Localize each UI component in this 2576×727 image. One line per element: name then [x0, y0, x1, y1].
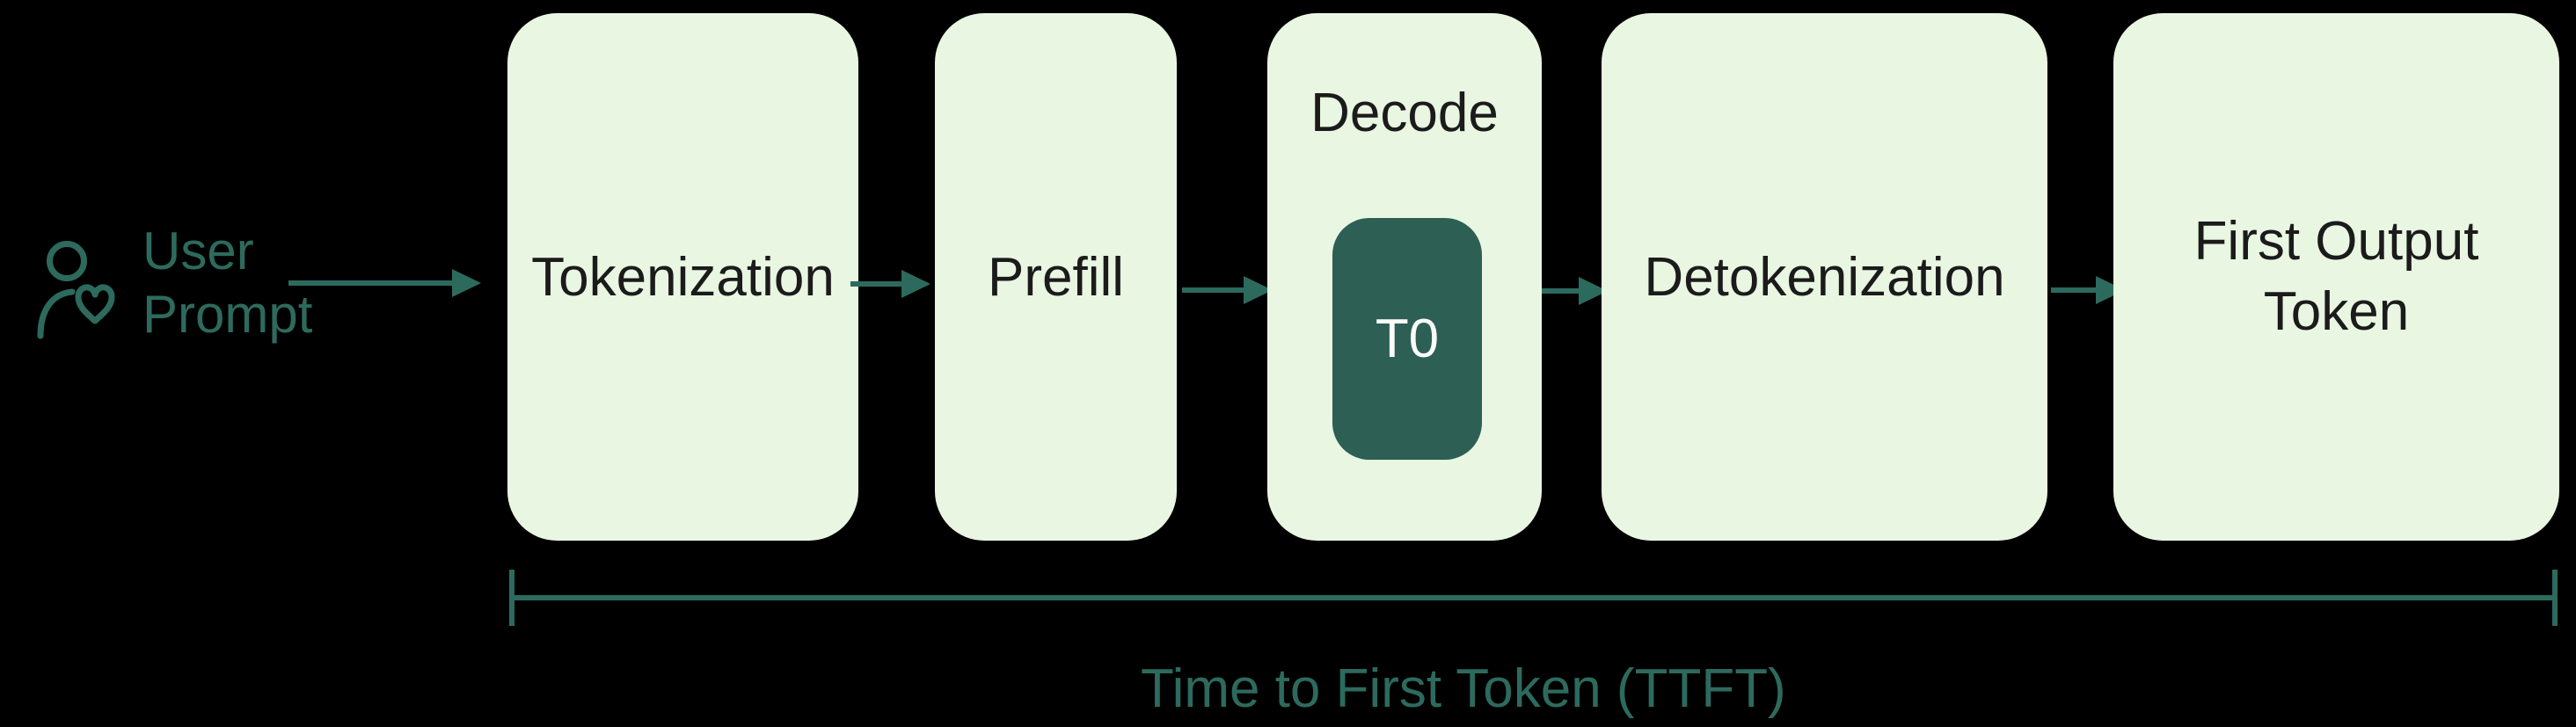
stage-box-tokenization: Tokenization — [507, 13, 858, 541]
ttft-label: Time to First Token (TTFT) — [1141, 658, 1786, 719]
stage-box-decode: Decode T0 — [1267, 13, 1542, 541]
user-prompt-label: User Prompt — [142, 220, 312, 346]
arrow-shaft — [288, 280, 454, 286]
arrow-head-icon — [452, 269, 481, 297]
arrow-head-icon — [901, 270, 930, 298]
stage-label: Decode — [1310, 83, 1499, 143]
flow-arrow-prefill-to-decode — [1182, 276, 1273, 304]
stage-label: Detokenization — [1644, 246, 2005, 308]
stage-label: First Output Token — [2193, 211, 2479, 342]
token-t0-box: T0 — [1332, 218, 1482, 460]
stage-box-prefill: Prefill — [935, 13, 1177, 541]
token-t0-label: T0 — [1375, 309, 1440, 369]
arrow-shaft — [2051, 287, 2098, 293]
user-heart-icon — [37, 241, 115, 339]
arrow-shaft — [850, 281, 903, 287]
stage-box-detokenization: Detokenization — [1602, 13, 2047, 541]
flow-arrow-decode-to-detokenization — [1542, 277, 1608, 305]
flow-arrow-tokenization-to-prefill — [850, 270, 930, 298]
stage-label: Prefill — [987, 246, 1125, 308]
arrow-shaft — [1182, 287, 1245, 293]
user-prompt-line1: User — [142, 222, 254, 280]
flow-arrow-user-to-tokenization — [288, 269, 481, 297]
stage-box-first-output-token: First Output Token — [2113, 13, 2559, 541]
ttft-bracket-line — [512, 595, 2555, 600]
stage-label: Tokenization — [531, 246, 835, 308]
arrow-shaft — [1542, 288, 1580, 294]
ttft-bracket-tick-left — [509, 570, 514, 626]
user-prompt-line2: Prompt — [142, 285, 313, 344]
ttft-bracket-tick-right — [2552, 570, 2558, 626]
